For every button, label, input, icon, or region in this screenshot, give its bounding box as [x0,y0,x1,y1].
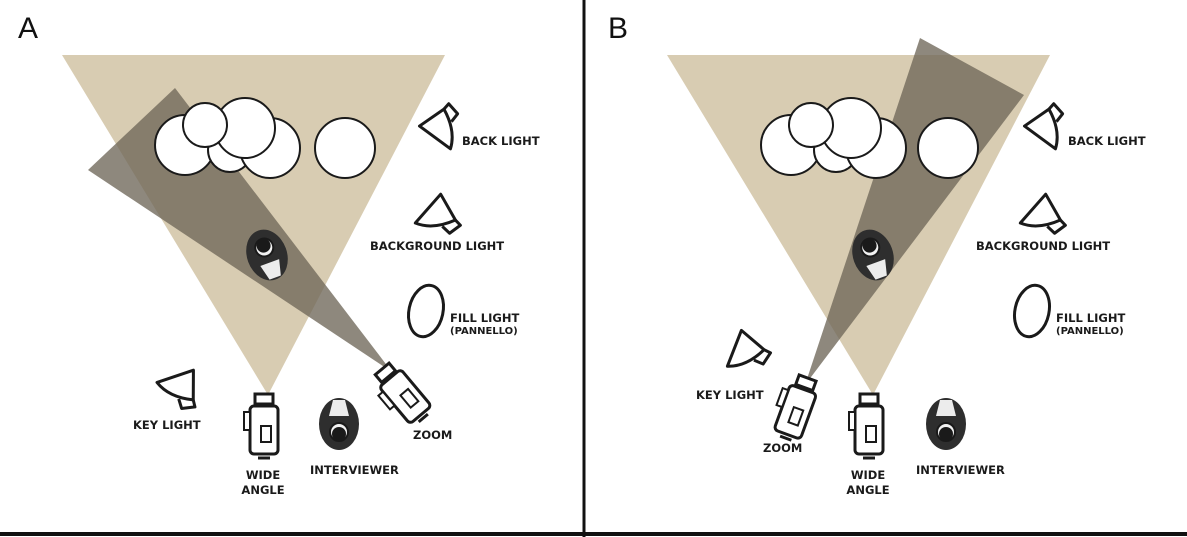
zoom-label: ZOOM [763,441,802,455]
fill-light-label: FILL LIGHT [1056,311,1125,325]
zoom-camera-icon [365,358,436,433]
background-light-label: BACKGROUND LIGHT [976,239,1110,253]
key-light-icon [150,358,209,415]
back-light-label: BACK LIGHT [1068,134,1146,148]
wide-angle-label-line2: ANGLE [846,483,889,497]
zoom-label: ZOOM [413,428,452,442]
back-light-icon [414,100,468,157]
wide-angle-camera-icon [242,392,280,460]
back-light-icon [1019,100,1073,157]
clouds-icon [760,97,979,179]
key-light-label: KEY LIGHT [133,418,201,432]
interviewer-label: INTERVIEWER [310,463,399,477]
fill-light-sublabel: (PANNELLO) [450,326,518,337]
zoom-camera-icon [765,369,823,445]
background-light-label: BACKGROUND LIGHT [370,239,504,253]
fill-light-sublabel: (PANNELLO) [1056,326,1124,337]
fill-light-panel-icon [407,283,445,339]
wide-angle-label-line1: WIDE [246,468,281,482]
interviewer-person-icon [925,397,967,451]
clouds-icon [154,97,376,179]
interviewer-person-icon [318,397,360,451]
background-light-icon [1014,190,1068,241]
panel-letter: B [608,12,628,45]
key-light-icon [713,321,776,382]
wide-angle-camera-icon [847,392,885,460]
background-light-icon [409,190,463,241]
fill-light-panel-icon [1013,283,1051,339]
wide-angle-label-line1: WIDE [851,468,886,482]
key-light-label: KEY LIGHT [696,388,764,402]
zoom-cone [805,38,1024,385]
panel-a: A BACK LIGHT BACKGROUND LIGHT [18,12,540,497]
wide-angle-label-line2: ANGLE [241,483,284,497]
panel-b: B BACK LIGHT BACKGROUND LIGHT [608,12,1146,497]
interviewer-label: INTERVIEWER [916,463,1005,477]
fill-light-label: FILL LIGHT [450,311,519,325]
back-light-label: BACK LIGHT [462,134,540,148]
panel-letter: A [18,12,38,45]
